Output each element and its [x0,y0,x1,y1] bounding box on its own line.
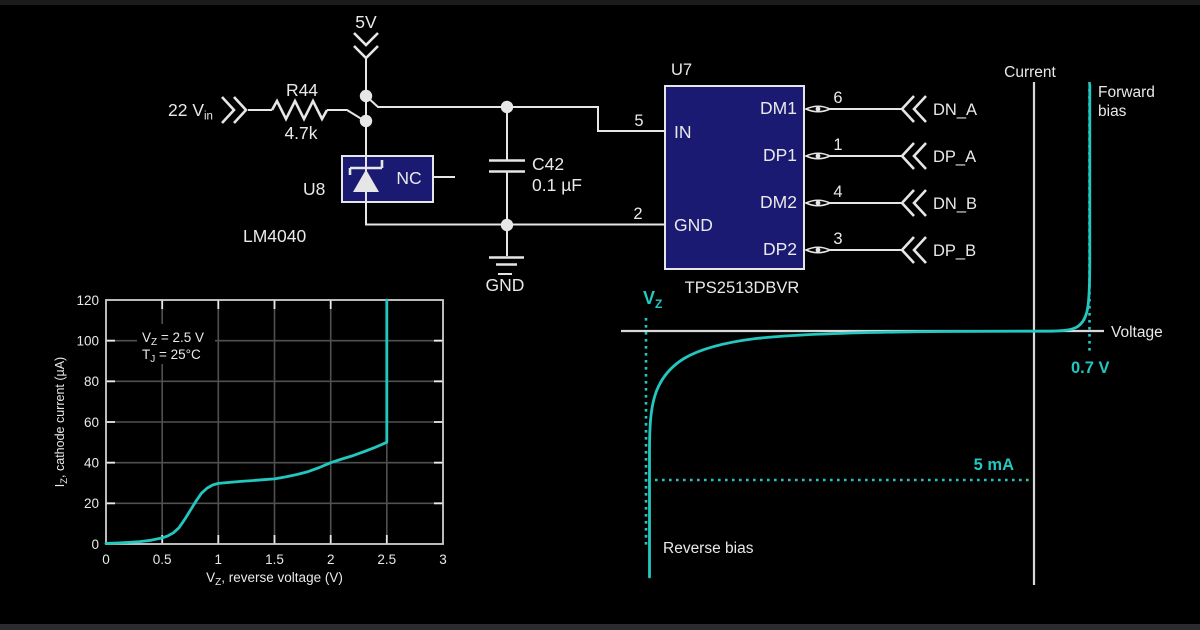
svg-text:1.5: 1.5 [265,552,284,567]
supply-chevron-icon [353,32,379,60]
net-label-dp-b: DP_B [933,242,976,260]
chart-frame [105,299,444,545]
net-label-dn-a: DN_A [933,101,977,119]
u7-pin-number: 2 [633,205,642,223]
ground-symbol [489,256,524,275]
u7-component-box [664,85,805,270]
wire-resistor-out [327,109,365,122]
forward-voltage-label: 0.7 V [1071,359,1110,377]
output-chevron-icon [900,236,927,264]
u7-pin-number: 3 [833,230,842,248]
iz-data-curve [104,298,389,545]
u7-ref: U7 [671,61,692,79]
chart-x-tick-labels: 0 0.5 1 1.5 2 2.5 3 [102,552,447,567]
svg-text:40: 40 [84,456,99,471]
resistor-symbol [270,98,329,122]
chart-gridlines [106,300,443,544]
chart-annotation-tj: TJ = 25°C [142,347,201,365]
current-axis-label: Current [1004,64,1056,81]
junction-dot [359,114,373,128]
svg-text:120: 120 [76,293,99,308]
u7-pin-name-dm2: DM2 [760,192,797,212]
chart-y-tick-labels: 0 20 40 60 80 100 120 [76,293,99,552]
iz-vz-chart: VZ = 2.5 V TJ = 25°C 0 20 40 60 80 100 1… [53,293,447,588]
diode-iv-diagram: Current Voltage Forward bias Reverse bia… [621,64,1163,585]
svg-text:0: 0 [102,552,110,567]
u7-pin-number: 5 [634,112,643,130]
top-border-bar [0,0,1200,5]
input-net-label: 22 Vin [168,100,213,123]
chart-annotation-vz: VZ = 2.5 V [142,330,204,348]
u7-pin-name-dm1: DM1 [760,98,797,118]
chart-ticks [106,300,443,544]
wire-in-net [365,95,665,132]
chart-x-axis-title: VZ, reverse voltage (V) [206,570,343,588]
u7-output-pins [804,95,927,264]
junction-dot [500,100,514,114]
input-port-chevron-icon [221,96,248,124]
chart-y-axis-title: IZ, cathode current (µA) [53,357,70,487]
svg-text:60: 60 [84,415,99,430]
junction-dot [359,89,373,103]
u7-pin-name-gnd: GND [674,215,713,235]
u7-pin-name-dp1: DP1 [763,145,797,165]
svg-text:20: 20 [84,496,99,511]
output-chevron-icon [900,142,927,170]
ground-label: GND [486,275,525,295]
svg-text:80: 80 [84,374,99,389]
svg-text:100: 100 [76,334,99,349]
net-port-dot [815,153,821,159]
u7-pin-name-in: IN [674,122,692,142]
vz-label: VZ [643,288,662,311]
bias-current-label: 5 mA [974,456,1014,474]
capacitor-ref: C42 [532,154,564,174]
net-port-dot [815,247,821,253]
capacitor-value: 0.1 µF [532,175,582,195]
u7-pin-number: 1 [833,136,842,154]
u8-ref: U8 [303,179,325,199]
ground-bars [489,256,524,266]
svg-text:2: 2 [327,552,335,567]
capacitor-plates [489,159,525,173]
zener-cathode-bar [348,160,384,175]
zener-diode-icon [348,160,384,192]
resistor-value: 4.7k [284,123,317,143]
wire-supply-to-gnd-net [365,58,665,226]
reverse-bias-label: Reverse bias [663,540,754,557]
schematic: 22 Vin 5V R44 4.7k U8 LM4040 NC C42 0.1 … [168,12,977,297]
svg-text:1: 1 [215,552,223,567]
net-port-dot [815,200,821,206]
resistor-ref: R44 [286,80,318,100]
supply-label: 5V [355,12,377,32]
u7-pin-number: 4 [833,183,842,201]
diode-iv-curve [648,83,1092,579]
net-label-dp-a: DP_A [933,148,976,166]
zener-anode-triangle [353,169,379,192]
svg-text:3: 3 [439,552,447,567]
u8-component-box [341,155,434,203]
svg-text:0.5: 0.5 [153,552,172,567]
junction-dot [500,218,514,232]
chart-annotation-bg [137,324,215,364]
u8-nc-pin-label: NC [396,168,421,188]
forward-bias-label-line1: Forward [1098,84,1155,101]
svg-text:0: 0 [91,537,99,552]
capacitor-symbol [489,107,525,256]
u8-part-number: LM4040 [243,226,307,246]
output-chevron-icon [900,95,927,123]
u7-pin-name-dp2: DP2 [763,239,797,259]
bottom-border-bar [0,624,1200,630]
svg-text:2.5: 2.5 [377,552,396,567]
u7-pin-number: 6 [833,89,842,107]
forward-bias-label-line2: bias [1098,103,1127,120]
u7-part-number: TPS2513DBVR [685,279,800,297]
net-port-dot [815,106,821,112]
net-label-dn-b: DN_B [933,195,977,213]
voltage-axis-label: Voltage [1111,324,1163,341]
output-chevron-icon [900,189,927,217]
